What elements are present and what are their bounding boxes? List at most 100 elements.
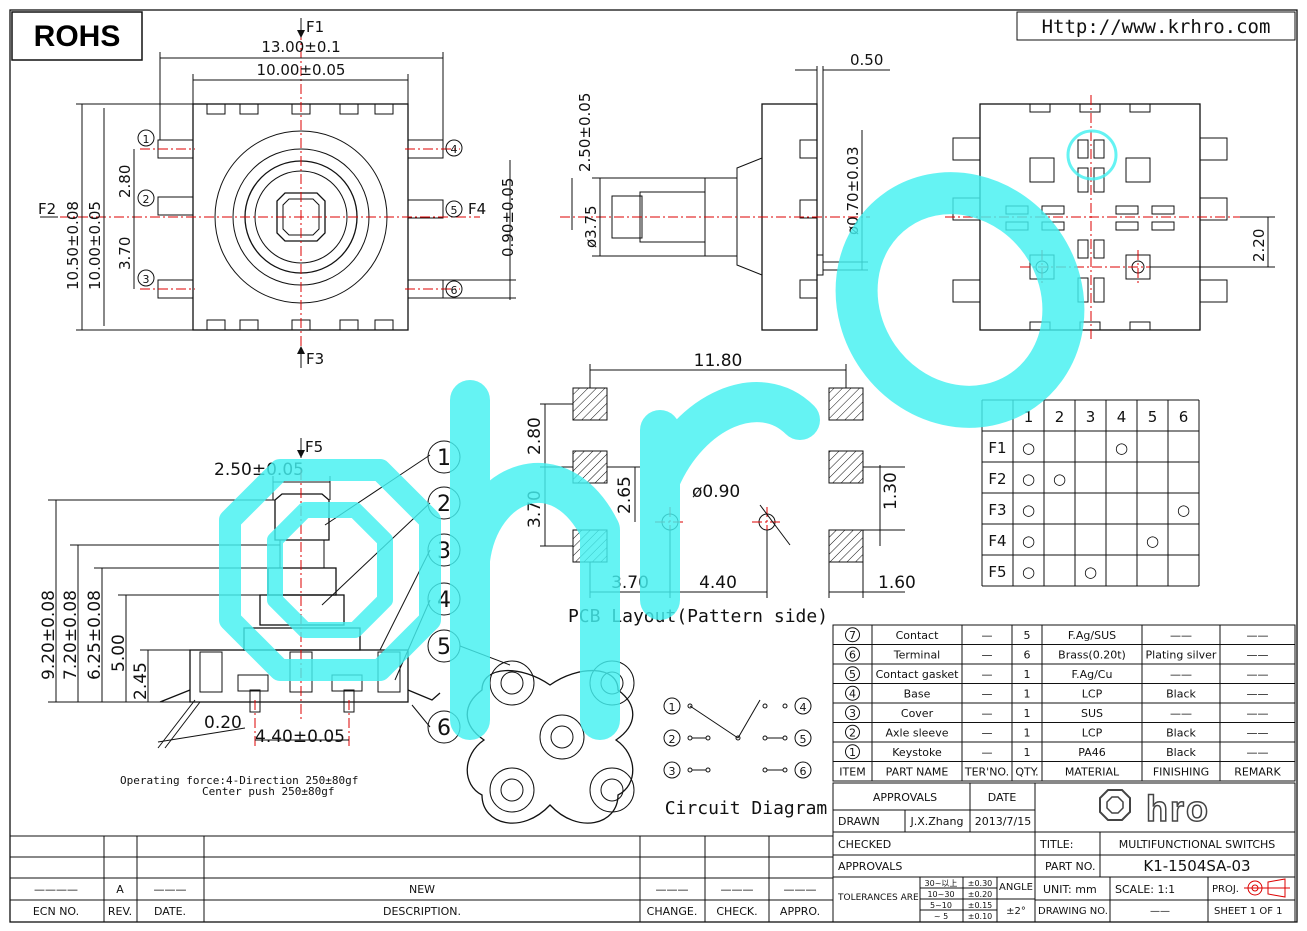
truth-col-header: 4 <box>1117 408 1127 426</box>
bom-cell-material: MATERIAL <box>1065 765 1120 778</box>
bom-cell-name: Contact <box>896 629 939 642</box>
bom-cell-ter: — <box>982 707 993 720</box>
rev-row-change: ——— <box>656 883 689 896</box>
rev-head-rev: REV. <box>108 905 132 918</box>
dim-9-20: 9.20±0.08 <box>39 590 59 680</box>
pcb-title: PCB Layout(Pattern side) <box>568 606 828 627</box>
force-f5: F5 <box>305 438 323 456</box>
rev-head-appro: APPRO. <box>780 905 820 918</box>
truth-mark: ○ <box>1053 470 1066 488</box>
dim-7-20: 7.20±0.08 <box>61 590 81 680</box>
tb-drawing-no: DRAWING NO. <box>1038 906 1108 917</box>
circuit-pin-3: 3 <box>669 765 676 778</box>
pcb-dim-2-65: 2.65 <box>615 476 635 514</box>
truth-mark: ○ <box>1022 470 1035 488</box>
tb-tol-value-3: ±0.15 <box>968 901 993 910</box>
bom-cell-name: Axle sleeve <box>886 726 949 739</box>
tb-tol-value-2: ±0.20 <box>968 890 993 899</box>
tb-proj: PROJ. <box>1212 884 1239 895</box>
force-f3: F3 <box>306 350 324 368</box>
tb-tol-value-4: ±0.10 <box>968 912 993 921</box>
url-box: Http://www.krhro.com <box>1016 11 1296 41</box>
truth-mark: ○ <box>1022 501 1035 519</box>
rev-head-desc: DESCRIPTION. <box>383 905 461 918</box>
rohs-badge: ROHS <box>11 11 143 61</box>
bom-cell-remark: —— <box>1247 687 1269 700</box>
bom-cell-material: LCP <box>1082 726 1103 739</box>
pin-1: 1 <box>143 133 150 146</box>
dim-10-50: 10.50±0.08 <box>64 201 82 290</box>
circuit-pin-6: 6 <box>800 765 807 778</box>
rev-row-check: ——— <box>721 883 754 896</box>
rev-row-date: ——— <box>154 883 187 896</box>
pcb-dim-1-60: 1.60 <box>878 573 916 593</box>
tb-approvals2: APPROVALS <box>838 860 902 873</box>
truth-mark: ○ <box>1022 439 1035 457</box>
tb-drawing-no-val: —— <box>1150 906 1170 917</box>
bom-cell-finishing: —— <box>1170 707 1192 720</box>
dim-0-90: 0.90±0.05 <box>499 178 517 257</box>
tb-drawn-date: 2013/7/15 <box>975 815 1031 828</box>
bom-cell-item: 3 <box>849 707 856 720</box>
bom-cell-finishing: FINISHING <box>1153 765 1209 778</box>
bom-cell-name: PART NAME <box>886 765 949 778</box>
bom-cell-ter: — <box>982 687 993 700</box>
circuit-pin-5: 5 <box>800 733 807 746</box>
bottom-view: 2.20 <box>945 95 1275 340</box>
dim-0-50: 0.50 <box>850 51 883 69</box>
pin-5: 5 <box>451 204 458 217</box>
callout-5: 5 <box>437 635 451 660</box>
tb-drawn-by: J.X.Zhang <box>910 815 964 828</box>
bom-cell-remark: —— <box>1247 726 1269 739</box>
bom-cell-material: F.Ag/Cu <box>1072 668 1113 681</box>
bom-cell-qty: 6 <box>1024 648 1031 661</box>
truth-mark: ○ <box>1115 439 1128 457</box>
force-f4: F4 <box>468 200 486 218</box>
top-view: 13.00±0.1 10.00±0.05 10.50±0.08 10.00±0.… <box>38 18 517 368</box>
bom-cell-material: F.Ag/SUS <box>1068 629 1116 642</box>
rev-head-check: CHECK. <box>716 905 757 918</box>
truth-row-label: F3 <box>988 501 1006 519</box>
tb-tol-value-1: ±0.30 <box>968 879 993 888</box>
tb-title-label: TITLE: <box>1039 838 1073 851</box>
truth-row-label: F5 <box>988 563 1006 581</box>
dim-3-70: 3.70 <box>116 237 134 270</box>
note-operating-force: Operating force:4-Direction 250±80gf <box>120 774 358 787</box>
truth-row-label: F1 <box>988 439 1006 457</box>
bom-cell-finishing: —— <box>1170 668 1192 681</box>
pcb-dim-4-40: 4.40 <box>699 573 737 593</box>
circuit-pin-4: 4 <box>800 701 807 714</box>
bom-cell-item: 7 <box>849 629 856 642</box>
projection-symbol-icon <box>1244 878 1290 898</box>
pin-6: 6 <box>451 284 458 297</box>
bom-item-circle <box>845 627 860 643</box>
url-text: Http://www.krhro.com <box>1042 16 1271 38</box>
truth-mark: ○ <box>1084 563 1097 581</box>
bom-cell-qty: 1 <box>1024 687 1031 700</box>
pcb-dim-d0-90: ø0.90 <box>692 482 740 502</box>
note-center-push: Center push 250±80gf <box>202 785 334 798</box>
sheet-border <box>9 9 1298 923</box>
bom-cell-material: Brass(0.20t) <box>1058 648 1126 661</box>
truth-col-header: 1 <box>1024 408 1034 426</box>
truth-col-header: 5 <box>1148 408 1158 426</box>
bom-item-circle <box>845 744 860 760</box>
tb-title: MULTIFUNCTIONAL SWITCHS <box>1119 838 1276 851</box>
circuit-pin-2: 2 <box>669 733 676 746</box>
circuit-title: Circuit Diagram <box>665 798 828 819</box>
dim-d0-70: ø0.70±0.03 <box>844 146 862 235</box>
pin-2: 2 <box>143 193 150 206</box>
bom-cell-finishing: —— <box>1170 629 1192 642</box>
bom-item-circle <box>845 666 860 682</box>
truth-mark: ○ <box>1022 532 1035 550</box>
bom-cell-ter: — <box>982 629 993 642</box>
bom-cell-item: 2 <box>849 726 856 739</box>
tb-angle-val: ±2° <box>1006 906 1026 917</box>
tb-tol-range-3: 5~10 <box>930 901 952 910</box>
dim-0-20: 0.20 <box>204 713 242 733</box>
pcb-dim-3-70b: 3.70 <box>611 573 649 593</box>
bom-cell-ter: — <box>982 668 993 681</box>
bom-cell-qty: QTY. <box>1015 765 1038 778</box>
